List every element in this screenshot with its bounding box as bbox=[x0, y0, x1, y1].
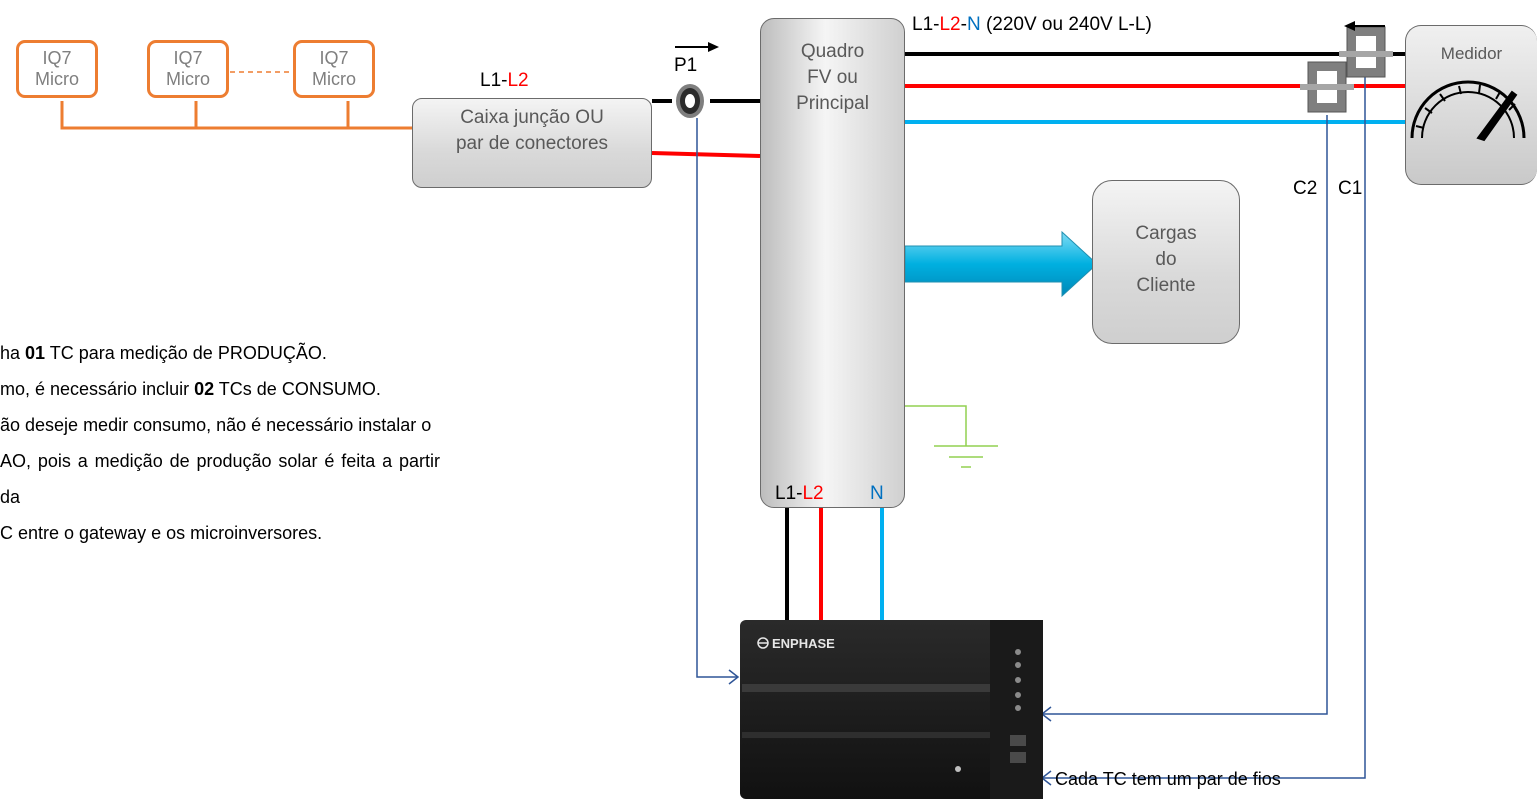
micro-1-type: Micro bbox=[35, 69, 79, 89]
enphase-gateway: ENPHASE bbox=[740, 620, 1043, 799]
note-3: ão deseje medir consumo, não é necessári… bbox=[0, 415, 432, 435]
top-bus-label: L1-L2-N (220V ou 240V L-L) bbox=[912, 14, 1152, 35]
consumption-ct-c1 bbox=[1339, 26, 1393, 78]
loads-line-1: Cargas bbox=[1135, 223, 1197, 244]
micro-3-model: IQ7 bbox=[319, 48, 349, 68]
installation-notes: ha 01 TC para medição de PRODUÇÃO. mo, é… bbox=[0, 335, 440, 551]
micro-2-type: Micro bbox=[166, 69, 210, 89]
ct-sense-wires bbox=[696, 75, 1366, 786]
micro-3-type: Micro bbox=[312, 69, 356, 89]
production-ct-p1 bbox=[676, 84, 704, 118]
junction-box: Caixa junção OU par de conectores bbox=[412, 98, 652, 188]
micro-2-model: IQ7 bbox=[173, 48, 203, 68]
note-4: AO, pois a medição de produção solar é f… bbox=[0, 451, 440, 507]
junction-bus-label: L1-L2 bbox=[480, 70, 529, 91]
customer-loads: Cargas do Cliente bbox=[1092, 180, 1240, 344]
pv-panel: Quadro FV ou Principal bbox=[760, 18, 905, 508]
consumption-ct-c2 bbox=[1300, 61, 1354, 113]
panel-bottom-n: N bbox=[870, 483, 884, 504]
junction-line-1: Caixa junção OU bbox=[460, 107, 604, 128]
panel-line-1: Quadro bbox=[800, 41, 865, 62]
micro-3: IQ7 Micro bbox=[293, 40, 375, 98]
panel-line-2: FV ou bbox=[807, 67, 858, 88]
micro-1: IQ7 Micro bbox=[16, 40, 98, 98]
c2-label: C2 bbox=[1293, 178, 1318, 199]
c1-direction-arrow bbox=[1344, 21, 1385, 31]
c1-label: C1 bbox=[1338, 178, 1363, 199]
ground-symbol bbox=[905, 405, 998, 468]
note-1: ha 01 TC para medição de PRODUÇÃO. bbox=[0, 343, 327, 363]
ct-wire-note: Cada TC tem um par de fios bbox=[1055, 769, 1281, 789]
panel-gateway-wires bbox=[785, 506, 884, 622]
note-2: mo, é necessário incluir 02 TCs de CONSU… bbox=[0, 379, 381, 399]
loads-line-2: do bbox=[1155, 249, 1177, 270]
gateway-brand: ENPHASE bbox=[772, 636, 835, 651]
micro-ac-bus bbox=[60, 71, 412, 130]
loads-line-3: Cliente bbox=[1136, 275, 1196, 296]
panel-bottom-labels: L1-L2 bbox=[775, 483, 824, 504]
load-flow-arrow bbox=[904, 230, 1098, 298]
production-line-l2 bbox=[651, 151, 761, 158]
p1-direction-arrow bbox=[675, 42, 719, 52]
micro-2: IQ7 Micro bbox=[147, 40, 229, 98]
p1-label: P1 bbox=[674, 55, 698, 76]
meter-dial bbox=[1410, 80, 1526, 142]
junction-line-2: par de conectores bbox=[455, 133, 609, 154]
meter-label: Medidor bbox=[1440, 44, 1503, 63]
note-5: C entre o gateway e os microinversores. bbox=[0, 523, 323, 543]
micro-1-model: IQ7 bbox=[42, 48, 72, 68]
panel-line-3: Principal bbox=[796, 93, 869, 114]
